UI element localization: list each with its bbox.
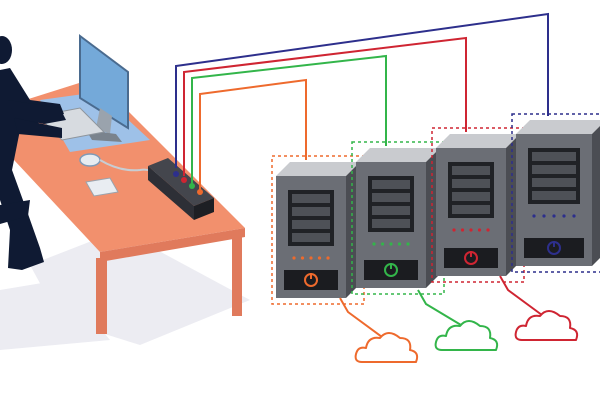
status-led [469,228,473,232]
kvm-front [148,166,194,220]
drive-bay [452,179,490,188]
cable-orange [199,78,307,190]
drive-bay [532,191,576,200]
chair-seat [0,200,30,224]
drive-bay [292,194,330,203]
cable-green [191,54,387,184]
status-led [300,256,305,260]
kvm-switch [148,158,214,220]
kvm-port-orange [197,189,203,195]
monitor [79,34,129,142]
server-side [592,126,600,266]
cable-blue [175,12,549,168]
status-led [452,228,456,232]
server-top [276,162,360,176]
person-arm-2 [14,118,62,138]
server-top [516,120,600,134]
drive-bay [372,193,410,202]
power-plate [284,270,338,290]
status-led [542,214,546,218]
server-top [436,134,520,148]
status-led [389,242,393,246]
server-3 [431,127,525,283]
drive-bay [532,178,576,187]
cloud-connector [417,289,467,329]
drive-bay [292,207,330,216]
drive-bay [452,192,490,201]
drive-bay [372,206,410,215]
cloud-group [339,275,579,363]
status-led [397,242,402,246]
drive-bay [372,219,410,228]
status-led [406,242,410,246]
usb-dongle [85,177,119,197]
power-plate [444,248,498,268]
monitor-screen [79,34,129,130]
kvm-cables [175,12,549,190]
kvm-top [148,158,214,206]
drive-bay [532,165,576,174]
cable-red [183,36,467,176]
desk-leg-right [232,232,242,316]
floor-shadow-2 [0,280,110,350]
server-4 [511,113,600,273]
desk-leg-front [96,258,107,334]
kvm-port-red [181,177,187,183]
server-group [271,113,600,305]
status-led [372,242,376,246]
person-head [0,36,12,64]
status-led [380,242,385,246]
drive-bay [452,166,490,175]
kvm-port-blue [173,171,179,177]
drive-bay [532,152,576,161]
cloud-connector [499,275,547,319]
status-led [292,256,296,260]
status-led [460,228,465,232]
power-plate [524,238,584,258]
status-led [317,256,322,260]
status-led [572,214,576,218]
cloud-outline-icon [434,320,499,351]
cloud-connector [339,297,387,341]
status-led [532,214,536,218]
kvm-side [194,198,214,220]
server-outline [511,113,600,273]
status-led [562,214,566,218]
power-plate [364,260,418,280]
status-led [477,228,482,232]
mouse [79,153,101,167]
status-led [552,214,556,218]
server-top [356,148,440,162]
server-2 [351,141,445,295]
status-led [309,256,313,260]
desk-front-edge [100,228,245,262]
status-led [486,228,490,232]
drive-bay [372,180,410,189]
drive-bay [292,233,330,242]
user-silhouette-icon [0,36,66,270]
drive-bay [292,220,330,229]
cloud-outline-icon [514,310,579,341]
status-led [326,256,330,260]
drive-bay [452,205,490,214]
cloud-outline-icon [354,332,419,363]
kvm-port-green [189,183,195,189]
server-1 [271,155,365,305]
person-arm [8,100,66,124]
